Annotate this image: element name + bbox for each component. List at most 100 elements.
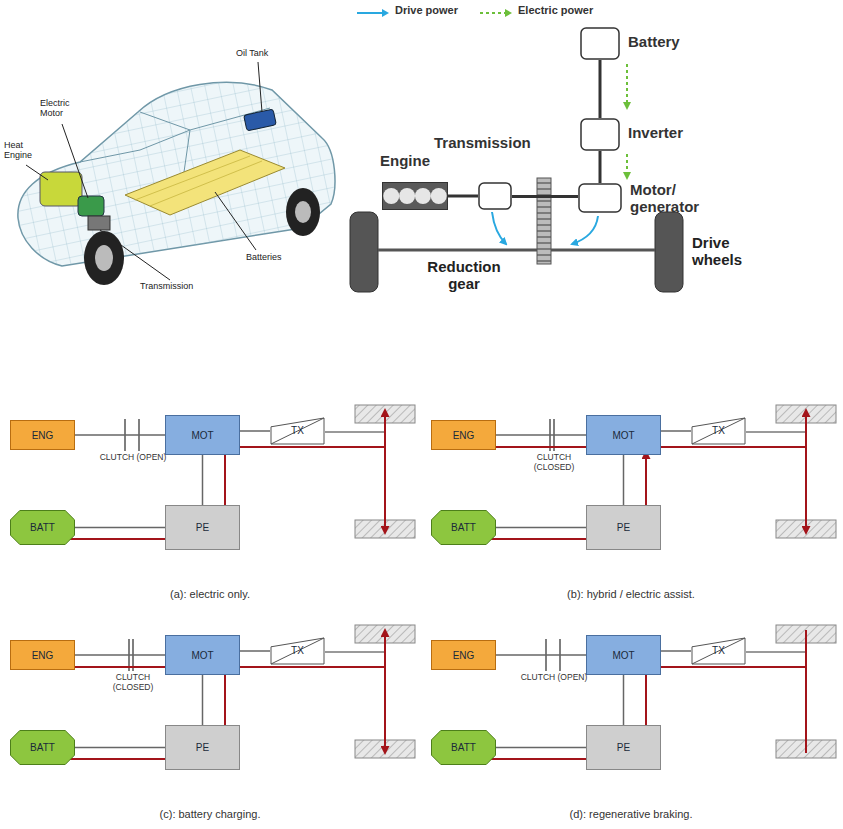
box-outline (579, 184, 621, 212)
power-flow (805, 630, 807, 667)
block-box: PE (586, 725, 661, 770)
gearbox-outline (692, 638, 745, 664)
box-outline (581, 28, 619, 59)
shaft-connector (599, 151, 602, 183)
link-connector (496, 654, 586, 656)
link-connector (202, 455, 204, 505)
box-outline (580, 27, 620, 60)
shaft-connector (448, 195, 478, 198)
component-box: Inverter (580, 118, 620, 151)
component-label: Engine (380, 152, 470, 169)
link-connector (202, 675, 204, 725)
block-box: BATT (431, 510, 496, 545)
box-text-holder: TX (691, 637, 746, 665)
box-outline (479, 183, 511, 209)
panel-decorations (125, 405, 836, 758)
power-flows (42, 410, 806, 759)
component-box: Engine (382, 182, 448, 210)
drive-train (350, 64, 683, 292)
block-box: ENG (10, 420, 75, 450)
component-label: Motor/ generator (630, 181, 725, 216)
block-box: ENG (431, 420, 496, 450)
box-label: TX (712, 425, 725, 436)
box-label: BATT (451, 742, 476, 753)
power-flow (384, 667, 386, 753)
box-label: PE (196, 522, 209, 533)
box-text-holder: PE (165, 725, 240, 770)
battery-outline (11, 511, 75, 545)
block-box: BATT (10, 510, 75, 545)
cylinder (431, 188, 447, 204)
block-box: ENG (10, 640, 75, 670)
box-label: ENG (453, 650, 475, 661)
legend-arrowhead (382, 9, 389, 17)
drive-shaft (325, 651, 385, 653)
box-label: ENG (453, 430, 475, 441)
box-outline (580, 118, 620, 151)
gearbox-outline (692, 418, 745, 444)
box-outline (432, 421, 496, 450)
box-text-holder: TX (270, 417, 325, 445)
box-outline (587, 726, 661, 770)
box-text-holder: MOT (165, 415, 240, 455)
legend-arrowhead (505, 9, 512, 17)
box-label: PE (617, 522, 630, 533)
power-flow (805, 667, 807, 753)
box-text-holder: BATT (10, 510, 75, 545)
box-outline (166, 506, 240, 550)
box-text-holder: TX (691, 417, 746, 445)
panel-caption: (c): battery charging. (0, 808, 420, 821)
box-text-holder: ENG (431, 640, 496, 670)
component-label: Battery (628, 33, 738, 50)
block-box: MOT (165, 415, 240, 455)
power-flow (805, 410, 807, 447)
panel-caption: (b): hybrid / electric assist. (421, 588, 841, 601)
box-label: ENG (32, 650, 54, 661)
part-label: Oil Tank (236, 48, 296, 58)
box-label: MOT (191, 430, 213, 441)
box-label: TX (712, 645, 725, 656)
battery-outline (432, 731, 496, 765)
link-connector (240, 430, 270, 432)
component-box: Battery (580, 27, 620, 60)
component-label: Transmission (434, 134, 564, 151)
block-box: MOT (165, 635, 240, 675)
box-text-holder: MOT (165, 635, 240, 675)
link-connector (75, 747, 165, 749)
cylinder (415, 188, 431, 204)
box-outline (587, 506, 661, 550)
part-label: Drive wheels (692, 234, 762, 269)
legend-line (357, 12, 383, 14)
part-label: Heat Engine (4, 140, 40, 161)
part-label: Electric Motor (40, 98, 84, 119)
cylinder (399, 188, 415, 204)
legend-sample (478, 6, 514, 20)
box-text-holder: BATT (431, 510, 496, 545)
box-label: MOT (612, 650, 634, 661)
cylinder (383, 188, 399, 204)
panel-caption: (d): regenerative braking. (421, 808, 841, 821)
link-connector (623, 675, 625, 725)
block-box: PE (165, 725, 240, 770)
box-label: ENG (32, 430, 54, 441)
block-box: PE (165, 505, 240, 550)
block-box: TX (691, 417, 746, 445)
box-label: BATT (30, 522, 55, 533)
block-box: ENG (431, 640, 496, 670)
box-outline (166, 416, 240, 455)
box-text-holder: PE (165, 505, 240, 550)
box-outline (478, 182, 512, 210)
box-outline (587, 636, 661, 675)
box-outline (581, 119, 619, 150)
engine-block (383, 183, 448, 210)
part-label: Reduction gear (412, 258, 516, 293)
box-text-holder: ENG (10, 420, 75, 450)
legend-label: Drive power (395, 4, 458, 17)
box-outline (166, 726, 240, 770)
box-label: BATT (30, 742, 55, 753)
power-flow (384, 410, 386, 447)
